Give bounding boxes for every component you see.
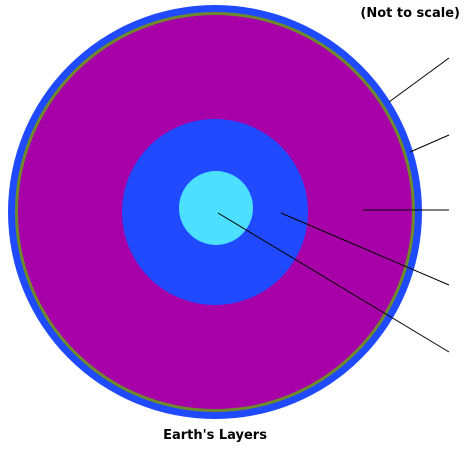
outer-core-leader-line: [280, 212, 450, 286]
inner-core-leader-line: [217, 212, 450, 353]
boundary-leader-line: [409, 134, 450, 153]
leader-lines: [217, 57, 450, 353]
diagram-caption: Earth's Layers: [163, 428, 267, 443]
crust-leader-line: [388, 57, 450, 103]
not-to-scale-note: (Not to scale): [360, 6, 460, 21]
inner-core-layer: [179, 171, 253, 245]
